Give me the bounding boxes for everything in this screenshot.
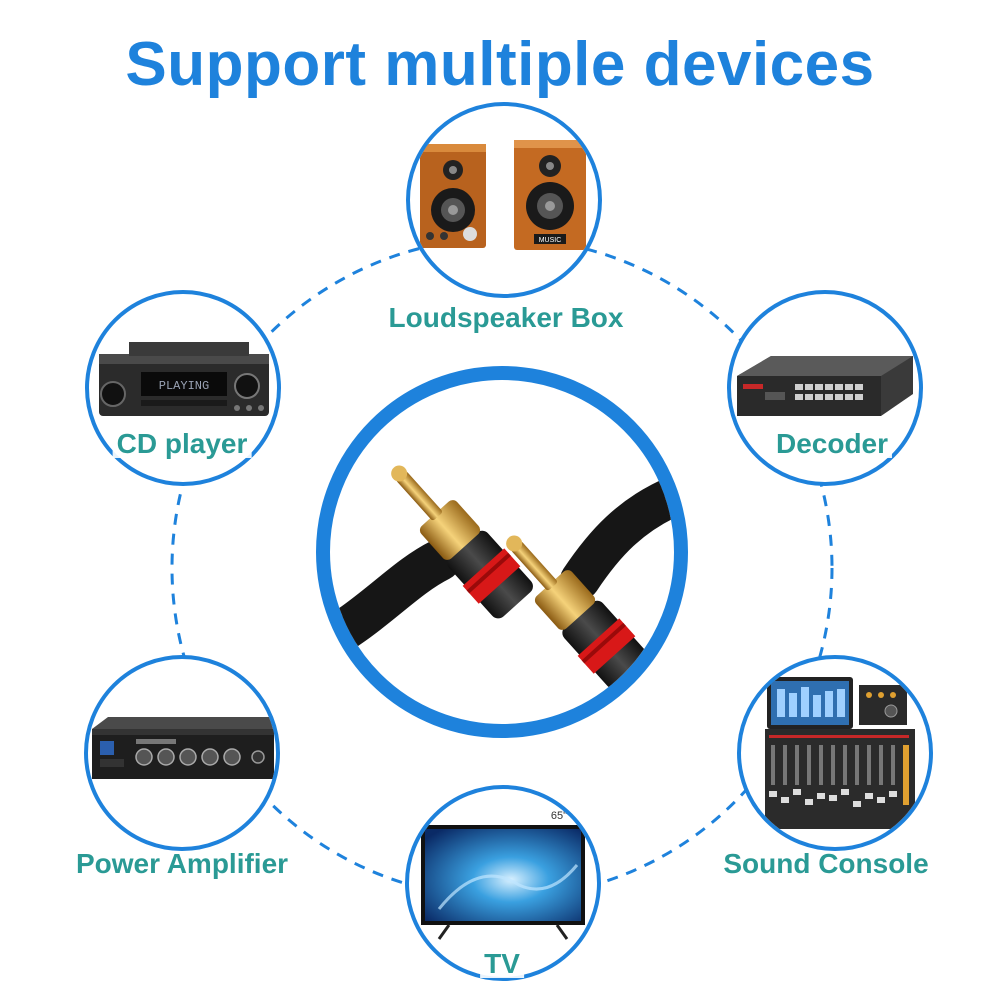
- headline: Support multiple devices: [125, 30, 875, 99]
- tv-size-text: 65": [551, 810, 567, 822]
- console-label: Sound Console: [723, 848, 929, 879]
- amplifier-node: [84, 655, 280, 851]
- amplifier-icon: [92, 717, 274, 779]
- decoder-icon: [737, 356, 913, 416]
- rca-plug-icon: [330, 465, 674, 689]
- cd-display-text: PLAYING: [159, 379, 209, 393]
- cd-player-label: CD player: [112, 430, 252, 458]
- tv-label: TV: [480, 950, 524, 978]
- loudspeaker-label: Loudspeaker Box: [388, 302, 624, 333]
- console-node: [737, 655, 933, 851]
- mixing-console-icon: [765, 677, 915, 829]
- loudspeaker-icon: MUSIC: [420, 140, 586, 250]
- speaker-badge: MUSIC: [539, 237, 562, 244]
- tv-node: 65": [405, 785, 601, 981]
- center-cable-circle: [316, 366, 688, 738]
- loudspeaker-node: MUSIC: [406, 102, 602, 298]
- cd-player-icon: PLAYING: [99, 342, 269, 416]
- tv-icon: 65": [421, 810, 585, 940]
- amplifier-label: Power Amplifier: [75, 848, 289, 879]
- decoder-label: Decoder: [771, 430, 893, 458]
